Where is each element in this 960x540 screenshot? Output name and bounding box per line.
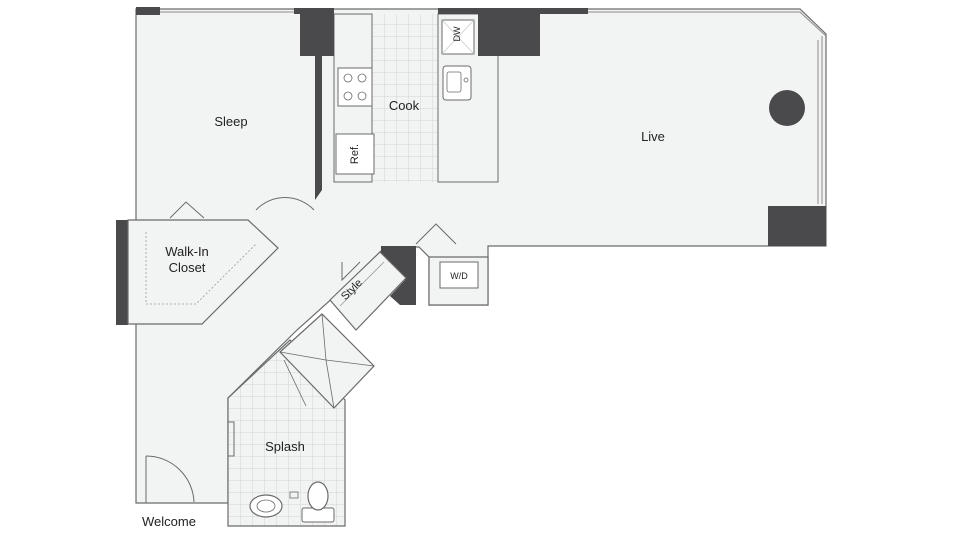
faucet — [463, 77, 469, 83]
closet-door-icon — [169, 201, 205, 219]
bathtub — [228, 421, 235, 457]
refrigerator-label: Ref. — [349, 144, 361, 164]
room-label-live: Live — [641, 129, 665, 144]
wall-style-block — [381, 246, 416, 305]
refrigerator — [335, 133, 375, 175]
room-label-closet-1: Walk-In — [165, 244, 209, 259]
washer-dryer-label: W/D — [450, 271, 468, 281]
bath-door-lines — [279, 313, 375, 409]
room-label-closet-2: Closet — [169, 260, 206, 275]
kitchen-sink-icon — [442, 65, 472, 101]
kitchen-sink-basin — [446, 71, 462, 93]
column-icon — [769, 90, 805, 126]
washer-dryer — [439, 261, 479, 289]
walk-in-closet — [127, 219, 279, 325]
wall-live-corner — [768, 206, 826, 246]
window-right — [817, 36, 823, 204]
bathroom-sink-icon — [249, 494, 283, 518]
wall-top-left — [136, 7, 160, 15]
closet-shelf — [145, 232, 257, 305]
room-label-splash: Splash — [265, 439, 305, 454]
toilet-icon — [307, 481, 329, 511]
burner-4 — [357, 91, 367, 101]
room-label-sleep: Sleep — [214, 114, 247, 129]
window-top — [160, 11, 827, 37]
door-swing-icon — [255, 197, 315, 211]
style-door — [341, 261, 361, 282]
kitchen-tile-floor — [372, 14, 438, 182]
room-label-cook: Cook — [389, 98, 420, 113]
wall-kitchen-right — [438, 8, 588, 56]
wall-kitchen-left — [294, 8, 334, 200]
burner-3 — [343, 91, 353, 101]
range-icon — [337, 67, 373, 107]
wd-door-icon — [415, 223, 457, 245]
style-shelf — [339, 261, 385, 307]
wall-closet-left — [116, 220, 128, 325]
burner-1 — [343, 73, 353, 83]
burner-2 — [357, 73, 367, 83]
bathroom-sink-basin — [256, 499, 276, 513]
towel-bar — [289, 491, 299, 499]
room-label-welcome: Welcome — [142, 514, 196, 529]
dishwasher-label: DW — [452, 26, 462, 41]
dishwasher-x — [441, 19, 475, 55]
style-closet — [329, 251, 407, 331]
entry-door-swing-icon — [145, 455, 195, 503]
